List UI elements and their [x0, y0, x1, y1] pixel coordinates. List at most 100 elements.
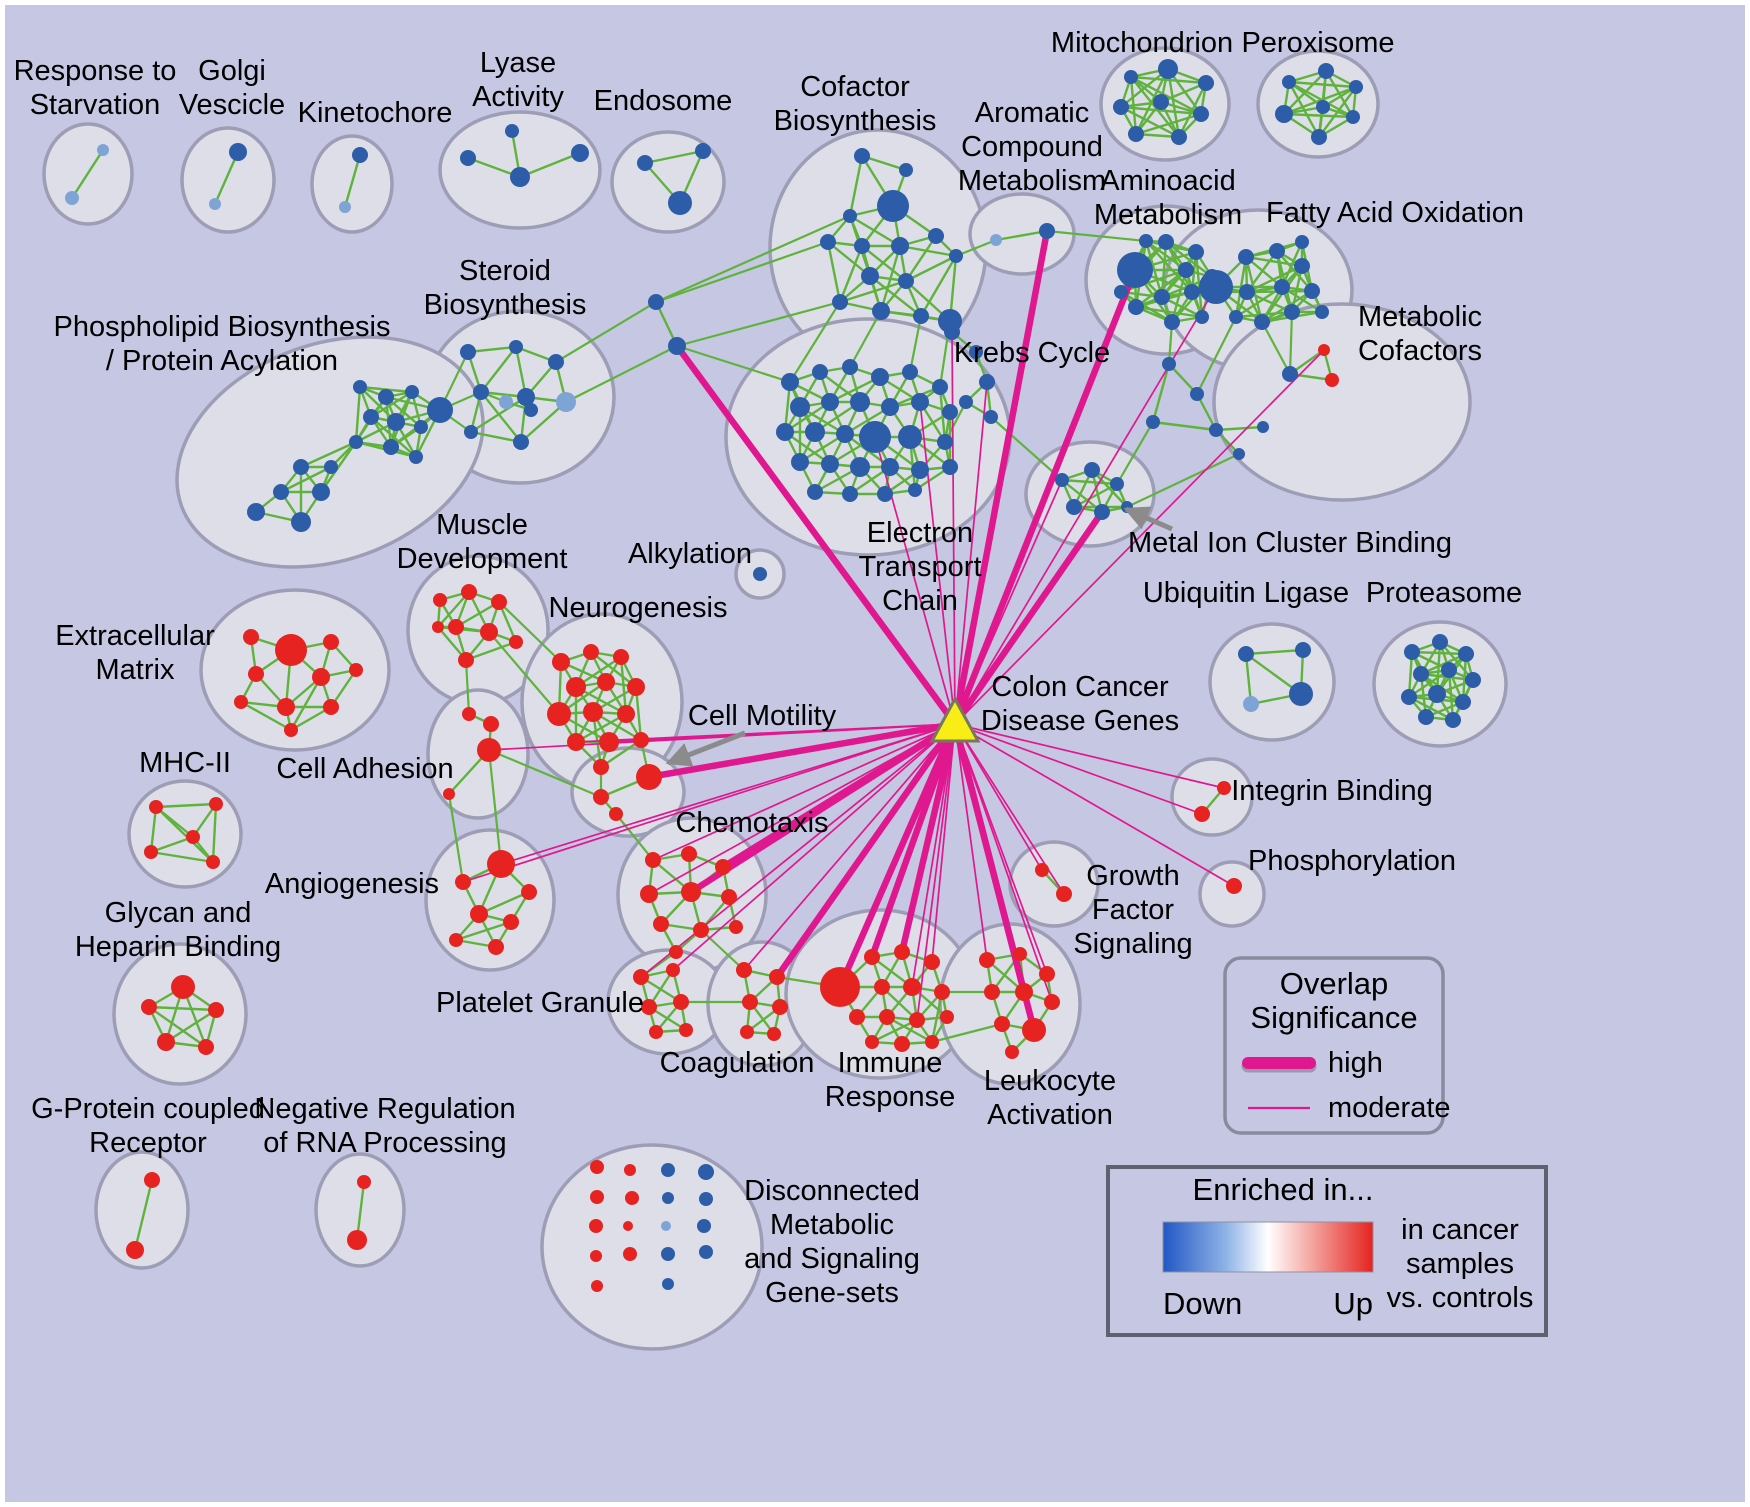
- electron-transport-chain-node[interactable]: [805, 422, 825, 442]
- steroid-biosynthesis-node[interactable]: [548, 354, 564, 370]
- cell-adhesion-node[interactable]: [462, 707, 476, 721]
- fatty-acid-oxidation-node[interactable]: [1315, 305, 1329, 319]
- leukocyte-activation-node[interactable]: [994, 1016, 1010, 1032]
- coagulation-node[interactable]: [772, 999, 788, 1015]
- fatty-acid-oxidation-node[interactable]: [1294, 258, 1310, 274]
- aminoacid-metabolism-node[interactable]: [1195, 310, 1209, 324]
- cofactor-biosynthesis-node[interactable]: [843, 209, 857, 223]
- phospholipid-biosynthesis-node[interactable]: [383, 439, 399, 455]
- angiogenesis-node[interactable]: [470, 905, 488, 923]
- growth-factor-signaling-node[interactable]: [1056, 886, 1072, 902]
- glycan-heparin-binding-node[interactable]: [171, 975, 195, 999]
- muscle-development-node[interactable]: [509, 635, 523, 649]
- platelet-granule-node[interactable]: [666, 963, 680, 977]
- disconnected-gene-sets-node[interactable]: [699, 1192, 713, 1206]
- proteasome-node[interactable]: [1428, 685, 1446, 703]
- neurogenesis-node[interactable]: [583, 644, 599, 660]
- proteasome-node[interactable]: [1441, 662, 1457, 678]
- connector-nodes-node[interactable]: [1190, 387, 1204, 401]
- fatty-acid-oxidation-node[interactable]: [1304, 283, 1320, 299]
- fatty-acid-oxidation-node[interactable]: [1269, 243, 1285, 259]
- proteasome-node[interactable]: [1458, 646, 1474, 662]
- cofactor-biosynthesis-node[interactable]: [898, 273, 914, 289]
- platelet-granule-node[interactable]: [649, 1025, 663, 1039]
- coagulation-node[interactable]: [740, 1025, 754, 1039]
- mhc-ii-node[interactable]: [149, 800, 163, 814]
- electron-transport-chain-node[interactable]: [781, 373, 799, 391]
- aminoacid-metabolism-node[interactable]: [1114, 285, 1128, 299]
- proteasome-node[interactable]: [1445, 712, 1461, 728]
- mitochondrion-node[interactable]: [1193, 106, 1209, 122]
- neurogenesis-node[interactable]: [583, 702, 603, 722]
- coagulation-node[interactable]: [742, 994, 758, 1010]
- chemotaxis-node[interactable]: [681, 882, 701, 902]
- chemotaxis-node[interactable]: [715, 859, 731, 875]
- leukocyte-activation-node[interactable]: [1039, 966, 1055, 982]
- krebs-cycle-node[interactable]: [969, 345, 983, 359]
- disconnected-gene-sets-node[interactable]: [699, 1245, 713, 1259]
- peroxisome-node[interactable]: [1349, 80, 1363, 94]
- chemotaxis-node[interactable]: [693, 922, 709, 938]
- integrin-binding-node[interactable]: [1217, 781, 1231, 795]
- negative-regulation-rna-node[interactable]: [347, 1230, 367, 1250]
- phospholipid-biosynthesis-node[interactable]: [414, 420, 428, 434]
- phospholipid-biosynthesis-node[interactable]: [524, 403, 538, 417]
- g-protein-coupled-receptor-node[interactable]: [144, 1172, 160, 1188]
- neurogenesis-node[interactable]: [593, 759, 609, 775]
- electron-transport-chain-node[interactable]: [877, 486, 893, 502]
- metal-ion-cluster-binding-node[interactable]: [1094, 504, 1110, 520]
- phospholipid-biosynthesis-node[interactable]: [353, 380, 367, 394]
- cell-motility-node[interactable]: [593, 789, 609, 805]
- mitochondrion-node[interactable]: [1128, 126, 1144, 142]
- junction-nodes-node[interactable]: [668, 337, 686, 355]
- immune-response-node[interactable]: [924, 954, 940, 970]
- neurogenesis-node[interactable]: [613, 649, 629, 665]
- cofactor-biosynthesis-node[interactable]: [861, 267, 879, 285]
- steroid-biosynthesis-node[interactable]: [556, 392, 576, 412]
- peroxisome-node[interactable]: [1282, 75, 1296, 89]
- disconnected-gene-sets-node[interactable]: [661, 1163, 675, 1177]
- muscle-development-node[interactable]: [491, 594, 507, 610]
- neurogenesis-node[interactable]: [633, 732, 649, 748]
- chemotaxis-node[interactable]: [729, 920, 743, 934]
- lyase-activity-node[interactable]: [460, 150, 476, 166]
- connector-nodes-node[interactable]: [1146, 415, 1160, 429]
- extracellular-matrix-node[interactable]: [275, 634, 307, 666]
- proteasome-node[interactable]: [1413, 666, 1429, 682]
- muscle-development-node[interactable]: [461, 584, 477, 600]
- aminoacid-metabolism-node[interactable]: [1117, 252, 1153, 288]
- muscle-development-node[interactable]: [480, 623, 498, 641]
- disconnected-gene-sets-node[interactable]: [590, 1190, 604, 1204]
- neurogenesis-node[interactable]: [547, 702, 571, 726]
- glycan-heparin-binding-node[interactable]: [157, 1033, 175, 1051]
- muscle-development-node[interactable]: [433, 593, 447, 607]
- lyase-activity-node[interactable]: [510, 167, 530, 187]
- mhc-ii-node[interactable]: [209, 797, 223, 811]
- platelet-granule-node[interactable]: [673, 994, 689, 1010]
- disconnected-gene-sets-node[interactable]: [591, 1280, 603, 1292]
- extracellular-matrix-node[interactable]: [312, 668, 330, 686]
- response-to-starvation-node[interactable]: [97, 144, 109, 156]
- electron-transport-chain-node[interactable]: [859, 421, 891, 453]
- electron-transport-chain-node[interactable]: [942, 404, 958, 420]
- electron-transport-chain-node[interactable]: [842, 359, 858, 375]
- disconnected-gene-sets-node[interactable]: [589, 1219, 603, 1233]
- g-protein-coupled-receptor-node[interactable]: [126, 1241, 144, 1259]
- fatty-acid-oxidation-node[interactable]: [1254, 314, 1270, 330]
- mhc-ii-node[interactable]: [144, 845, 158, 859]
- metabolic-cofactors-node[interactable]: [1282, 366, 1298, 382]
- growth-factor-signaling-node[interactable]: [1035, 863, 1049, 877]
- platelet-granule-node[interactable]: [641, 999, 657, 1015]
- electron-transport-chain-node[interactable]: [821, 455, 839, 473]
- extracellular-matrix-node[interactable]: [234, 695, 248, 709]
- cell-adhesion-node[interactable]: [477, 738, 501, 762]
- steroid-biosynthesis-node[interactable]: [513, 434, 529, 450]
- disconnected-gene-sets-node[interactable]: [662, 1192, 674, 1204]
- extracellular-matrix-node[interactable]: [277, 698, 295, 716]
- mitochondrion-node[interactable]: [1198, 75, 1214, 91]
- peroxisome-node[interactable]: [1346, 110, 1360, 124]
- aminoacid-metabolism-node[interactable]: [1184, 284, 1200, 300]
- disconnected-gene-sets-node[interactable]: [662, 1278, 674, 1290]
- cofactor-biosynthesis-node[interactable]: [949, 249, 963, 263]
- phospholipid-biosynthesis-node[interactable]: [293, 459, 309, 475]
